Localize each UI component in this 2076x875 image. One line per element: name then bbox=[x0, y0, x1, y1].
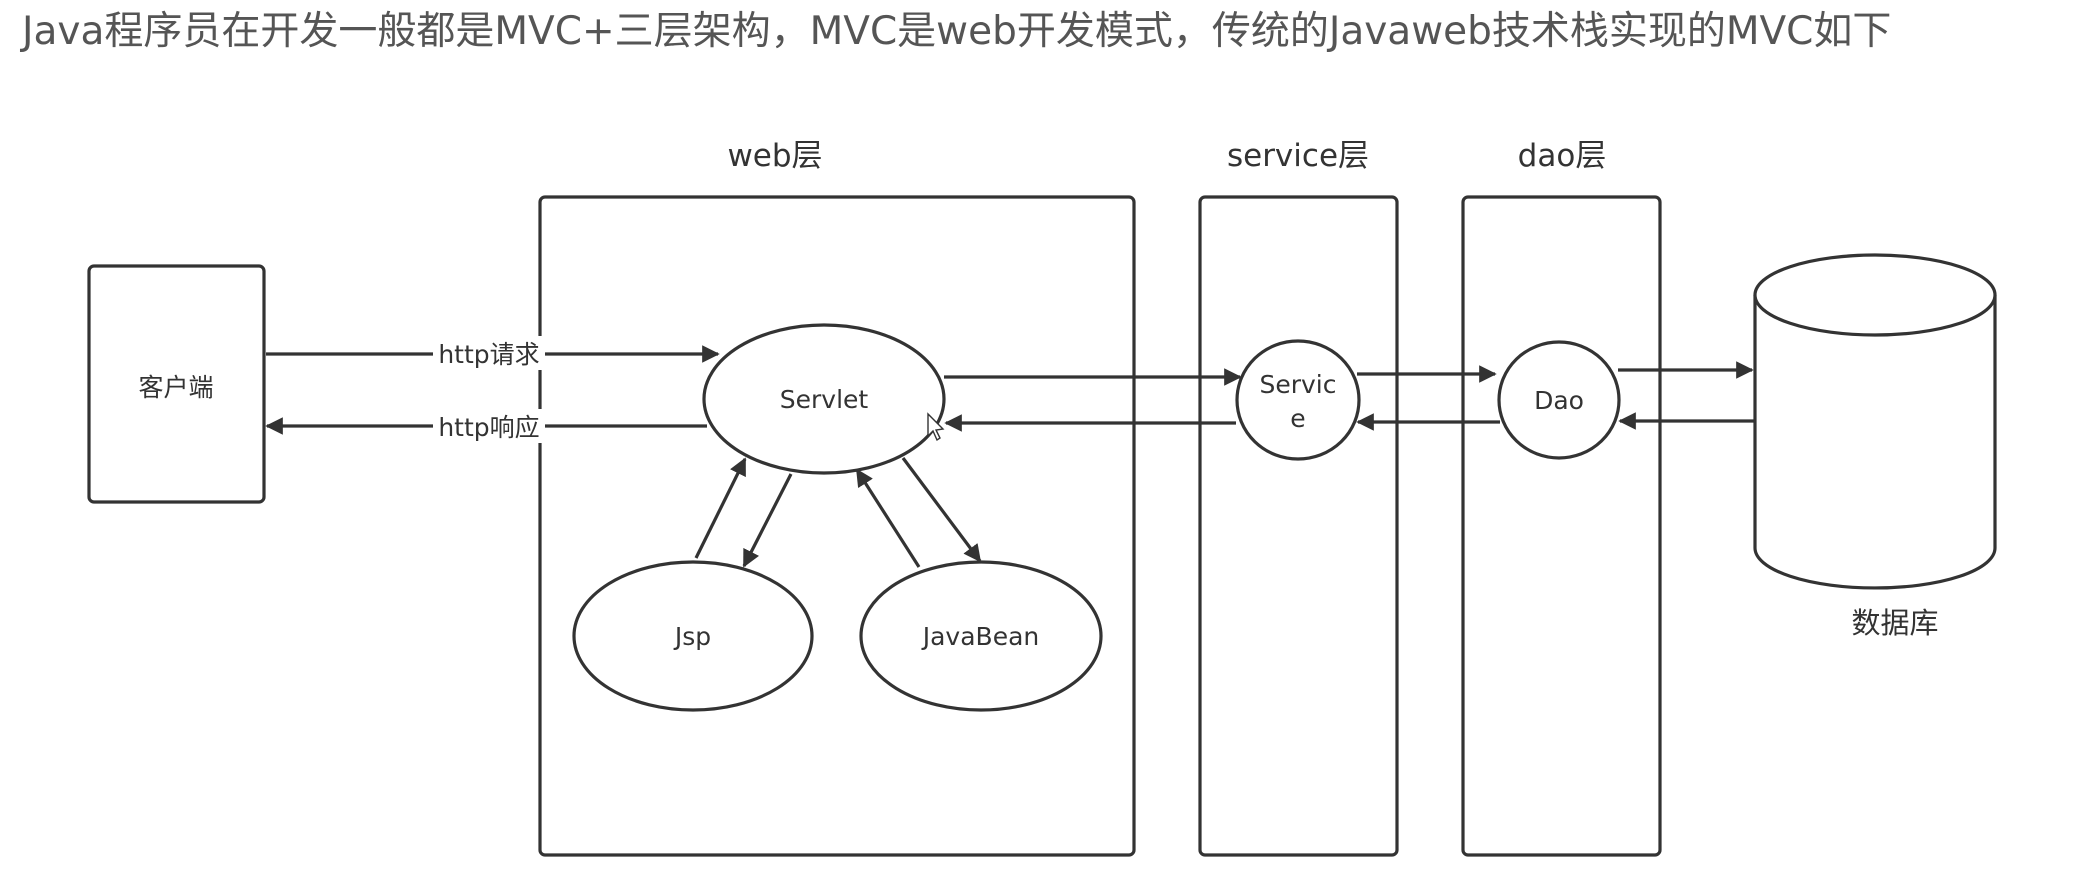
dao-label: Dao bbox=[1534, 386, 1584, 415]
service-label-line2: e bbox=[1290, 404, 1305, 433]
service-layer-label: service层 bbox=[1227, 138, 1369, 174]
database-cylinder bbox=[1753, 253, 1997, 590]
http-response-label: http响应 bbox=[438, 413, 539, 442]
web-layer-label: web层 bbox=[727, 138, 822, 174]
mouse-cursor-icon bbox=[927, 412, 945, 442]
client-box bbox=[87, 264, 266, 504]
javabean-to-servlet-arrow bbox=[855, 468, 921, 568]
page-heading: Java程序员在开发一般都是MVC+三层架构，MVC是web开发模式，传统的Ja… bbox=[19, 9, 1891, 54]
jsp-node bbox=[572, 560, 814, 712]
client-label: 客户端 bbox=[138, 373, 213, 402]
servlet-to-javabean-arrow bbox=[901, 457, 982, 563]
servlet-label: Servlet bbox=[780, 385, 869, 414]
javabean-node bbox=[859, 560, 1103, 712]
service-label-line1: Servic bbox=[1259, 370, 1336, 399]
http-request-label: http请求 bbox=[438, 340, 539, 369]
database-label: 数据库 bbox=[1851, 606, 1938, 640]
jsp-to-servlet-arrow bbox=[694, 457, 747, 559]
service-node bbox=[1235, 339, 1361, 461]
dao-node bbox=[1497, 340, 1621, 460]
service-layer-box bbox=[1198, 195, 1399, 857]
dao-layer-label: dao层 bbox=[1518, 138, 1607, 174]
servlet-to-jsp-arrow bbox=[742, 473, 793, 568]
javabean-label: JavaBean bbox=[921, 622, 1040, 651]
servlet-node bbox=[702, 323, 946, 475]
web-layer-box bbox=[538, 195, 1136, 857]
jsp-label: Jsp bbox=[673, 622, 711, 651]
dao-layer-box bbox=[1461, 195, 1662, 857]
